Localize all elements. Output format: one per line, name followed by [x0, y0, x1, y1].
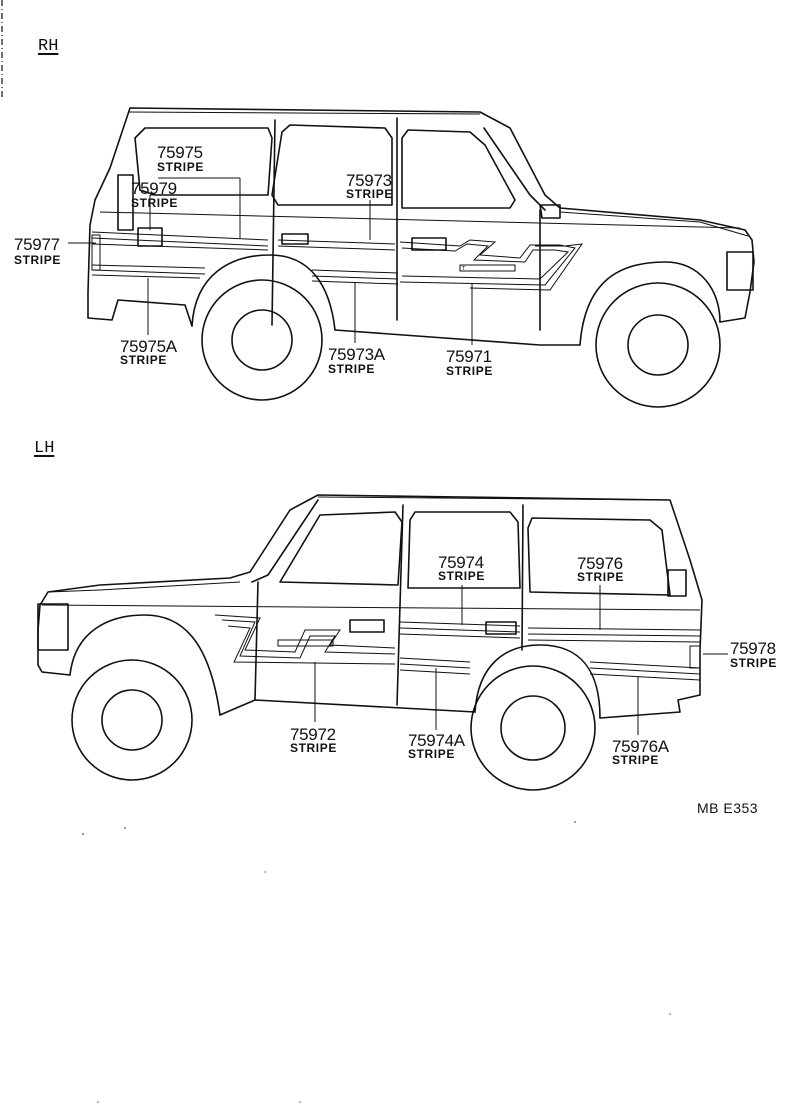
lh-roof-line — [317, 496, 671, 501]
lh-stripes — [214, 614, 701, 681]
rh-section-label: RH — [38, 37, 59, 56]
rh-part-75977-name: STRIPE — [14, 253, 61, 267]
rh-rear-wheel — [201, 279, 323, 401]
rh-rear-window — [134, 127, 273, 196]
rh-rear-hub — [231, 309, 293, 371]
lh-part-75976A-number: 75976A — [612, 737, 669, 756]
rh-rear-door-handle — [281, 233, 309, 245]
lh-door-line-a — [254, 581, 259, 701]
scan-specks — [82, 821, 671, 1103]
lh-side-marker — [667, 569, 687, 597]
lh-rear-door-handle — [485, 621, 517, 635]
lh-hood-line — [47, 581, 241, 593]
rh-part-75977-number: 75977 — [14, 235, 60, 254]
lh-part-75972-name: STRIPE — [290, 741, 337, 755]
diagram-code: MB E353 — [697, 800, 759, 816]
rh-part-75975-name: STRIPE — [157, 160, 204, 174]
lh-part-75978-name: STRIPE — [730, 656, 777, 670]
rh-fuel-lid — [137, 227, 163, 247]
lh-rear-hub — [500, 695, 566, 761]
lh-part-75974-name: STRIPE — [438, 569, 485, 583]
rh-front-wheel — [595, 282, 721, 408]
rh-belt-line — [99, 211, 741, 229]
lh-part-75978-number: 75978 — [730, 639, 776, 658]
lh-part-75974-number: 75974 — [438, 553, 484, 572]
lh-tail-lamp — [689, 645, 701, 669]
rh-door-line-rear — [271, 119, 276, 326]
rh-part-75973-name: STRIPE — [346, 187, 393, 201]
rh-front-window — [401, 129, 516, 209]
lh-section-label: LH — [34, 439, 55, 458]
rh-leader-lines — [68, 177, 473, 345]
lh-belt-line — [41, 604, 701, 611]
lh-front-window — [279, 511, 403, 586]
lh-rear-wheel-arch — [474, 644, 601, 719]
lh-windshield — [251, 499, 319, 583]
lh-front-door-handle — [349, 619, 385, 633]
rh-part-75971-name: STRIPE — [446, 364, 493, 378]
lh-front-wheel-arch — [69, 614, 221, 716]
rh-front-wheel-arch — [579, 261, 721, 346]
svg-text:T: T — [461, 266, 466, 272]
lh-front-wheel — [71, 659, 193, 781]
rh-rear-wheel-arch — [191, 254, 336, 331]
rh-part-75973-number: 75973 — [346, 171, 392, 190]
lh-part-75976-name: STRIPE — [577, 570, 624, 584]
rh-rear-door-edge — [117, 174, 134, 231]
rh-roof-line — [127, 111, 481, 115]
lh-part-75976A-name: STRIPE — [612, 753, 659, 767]
lh-front-hub — [101, 689, 163, 751]
rh-part-75979-name: STRIPE — [131, 196, 178, 210]
lh-rear-window — [527, 517, 671, 596]
lh-part-75974A-name: STRIPE — [408, 747, 455, 761]
rh-part-75973A-name: STRIPE — [328, 362, 375, 376]
rh-body-outline — [87, 107, 755, 346]
rh-vehicle-drawing: T — [87, 107, 755, 408]
rh-part-75975A-name: STRIPE — [120, 353, 167, 367]
lh-rear-wheel — [470, 665, 596, 791]
rh-headlight — [726, 251, 754, 291]
rh-part-75975-number: 75975 — [157, 143, 203, 162]
lh-part-75976-number: 75976 — [577, 554, 623, 573]
lh-emblem — [277, 639, 334, 647]
rh-emblem — [459, 264, 516, 272]
rh-part-75979-number: 75979 — [131, 179, 177, 198]
rh-part-75973A-number: 75973A — [328, 345, 385, 364]
lh-middle-window — [407, 511, 521, 589]
lh-part-75974A-number: 75974A — [408, 731, 465, 750]
rh-front-hub — [627, 314, 689, 376]
rh-part-75971-number: 75971 — [446, 347, 492, 366]
lh-headlight — [37, 603, 69, 651]
lh-body-outline — [37, 494, 703, 719]
rh-stripes: T — [91, 231, 584, 291]
lh-vehicle-drawing — [37, 494, 703, 791]
lh-leader-lines — [314, 585, 728, 735]
rh-middle-window — [271, 124, 393, 206]
lh-part-75972-number: 75972 — [290, 725, 336, 744]
rh-hood-line — [559, 211, 749, 237]
rh-part-75975A-number: 75975A — [120, 337, 177, 356]
lh-door-line-front — [396, 504, 404, 706]
rh-mirror — [539, 204, 561, 219]
lh-door-line-rear — [521, 504, 524, 651]
